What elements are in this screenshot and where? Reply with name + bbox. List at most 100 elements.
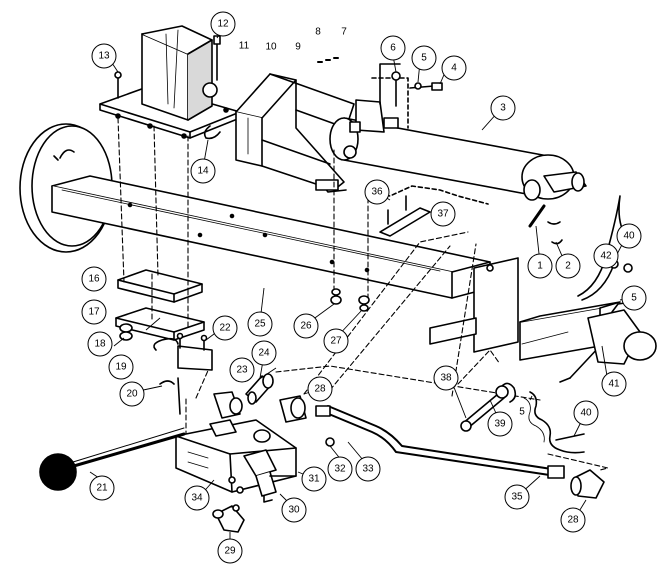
- control-handle: [39, 427, 186, 491]
- svg-text:5: 5: [421, 53, 427, 64]
- cylinder-fitting: [317, 57, 443, 129]
- callout-37: 37: [430, 201, 456, 227]
- callouts: 13 12 6 5 4 3 14 36 37 40 42 1 2 5 16 17…: [81, 11, 647, 564]
- callout-39: 39: [487, 411, 513, 437]
- pin-and-clip: [528, 204, 563, 245]
- svg-text:3: 3: [500, 103, 506, 114]
- plate-16: [117, 269, 203, 303]
- callout-40b: 40: [573, 400, 599, 426]
- callout-21: 21: [89, 475, 115, 501]
- callout-32: 32: [327, 456, 353, 482]
- svg-text:17: 17: [88, 307, 100, 318]
- wedge-assembly: [99, 25, 241, 140]
- svg-text:29: 29: [224, 546, 236, 557]
- callout-20: 20: [119, 381, 145, 407]
- washer-39: [495, 385, 509, 399]
- svg-text:37: 37: [437, 209, 449, 220]
- svg-text:12: 12: [217, 19, 229, 30]
- label-11: 11: [239, 41, 250, 52]
- safety-chain: [460, 382, 585, 454]
- callout-33: 33: [355, 456, 381, 482]
- callout-2: 2: [555, 253, 581, 279]
- callout-36: 36: [364, 179, 390, 205]
- svg-text:34: 34: [191, 493, 203, 504]
- callout-1: 1: [527, 253, 553, 279]
- label-9: 9: [295, 42, 301, 53]
- label-5: 5: [519, 407, 525, 418]
- svg-text:42: 42: [600, 251, 612, 262]
- nuts-and-washers: [119, 288, 370, 341]
- svg-text:25: 25: [254, 319, 266, 330]
- svg-text:6: 6: [390, 43, 396, 54]
- svg-text:27: 27: [330, 336, 342, 347]
- hydraulic-cylinder: [329, 63, 587, 201]
- callout-13: 13: [91, 43, 117, 69]
- callout-24: 24: [251, 340, 277, 366]
- svg-text:5: 5: [631, 293, 637, 304]
- svg-text:30: 30: [288, 505, 300, 516]
- svg-text:16: 16: [88, 274, 100, 285]
- callout-22: 22: [212, 315, 238, 341]
- fitting-24: [245, 373, 274, 405]
- callout-6: 6: [380, 35, 406, 61]
- callout-17: 17: [81, 299, 107, 325]
- svg-text:24: 24: [258, 348, 270, 359]
- callout-16: 16: [81, 266, 107, 292]
- callout-34: 34: [184, 485, 210, 511]
- callout-12: 12: [210, 11, 236, 37]
- svg-text:35: 35: [511, 492, 523, 503]
- callout-5b: 5: [621, 285, 647, 311]
- callout-3: 3: [490, 95, 516, 121]
- svg-text:1: 1: [537, 261, 543, 272]
- svg-text:28: 28: [314, 384, 326, 395]
- svg-text:21: 21: [96, 483, 108, 494]
- plate-17: [115, 307, 205, 341]
- svg-text:4: 4: [451, 63, 457, 74]
- callout-42: 42: [593, 243, 619, 269]
- svg-text:14: 14: [197, 166, 209, 177]
- svg-text:22: 22: [219, 323, 231, 334]
- callout-18: 18: [87, 331, 113, 357]
- callout-28b: 28: [560, 507, 586, 533]
- callout-40: 40: [616, 223, 642, 249]
- svg-text:13: 13: [98, 51, 110, 62]
- callout-27: 27: [323, 328, 349, 354]
- control-valve: [175, 391, 307, 503]
- svg-text:38: 38: [440, 373, 452, 384]
- hose-35: [315, 405, 605, 499]
- elbow-fitting-29: [212, 504, 245, 533]
- label-8: 8: [315, 27, 321, 38]
- svg-text:40: 40: [623, 231, 635, 242]
- callout-28: 28: [307, 376, 333, 402]
- label-10: 10: [265, 42, 277, 53]
- svg-text:20: 20: [126, 389, 138, 400]
- svg-text:36: 36: [371, 187, 383, 198]
- svg-text:33: 33: [362, 464, 374, 475]
- callout-26: 26: [293, 313, 319, 339]
- svg-text:28: 28: [567, 515, 579, 526]
- svg-text:19: 19: [115, 362, 127, 373]
- callout-30: 30: [281, 497, 307, 523]
- svg-text:40: 40: [580, 408, 592, 419]
- label-7: 7: [341, 27, 347, 38]
- callout-41: 41: [601, 371, 627, 397]
- callout-19: 19: [108, 354, 134, 380]
- svg-text:23: 23: [236, 365, 248, 376]
- callout-29: 29: [217, 538, 243, 564]
- callout-25: 25: [247, 311, 273, 337]
- callout-31: 31: [301, 466, 327, 492]
- svg-text:18: 18: [94, 339, 106, 350]
- free-labels: 11 10 9 8 7 5: [239, 27, 525, 418]
- svg-text:26: 26: [300, 321, 312, 332]
- svg-text:31: 31: [308, 474, 320, 485]
- svg-text:39: 39: [494, 419, 506, 430]
- callout-35: 35: [504, 484, 530, 510]
- svg-text:41: 41: [608, 379, 620, 390]
- svg-text:2: 2: [565, 261, 571, 272]
- callout-4: 4: [441, 55, 467, 81]
- callout-23: 23: [229, 357, 255, 383]
- callout-38: 38: [433, 365, 459, 391]
- hitch-assembly: [429, 257, 657, 383]
- cylinder-bracket: [235, 73, 355, 193]
